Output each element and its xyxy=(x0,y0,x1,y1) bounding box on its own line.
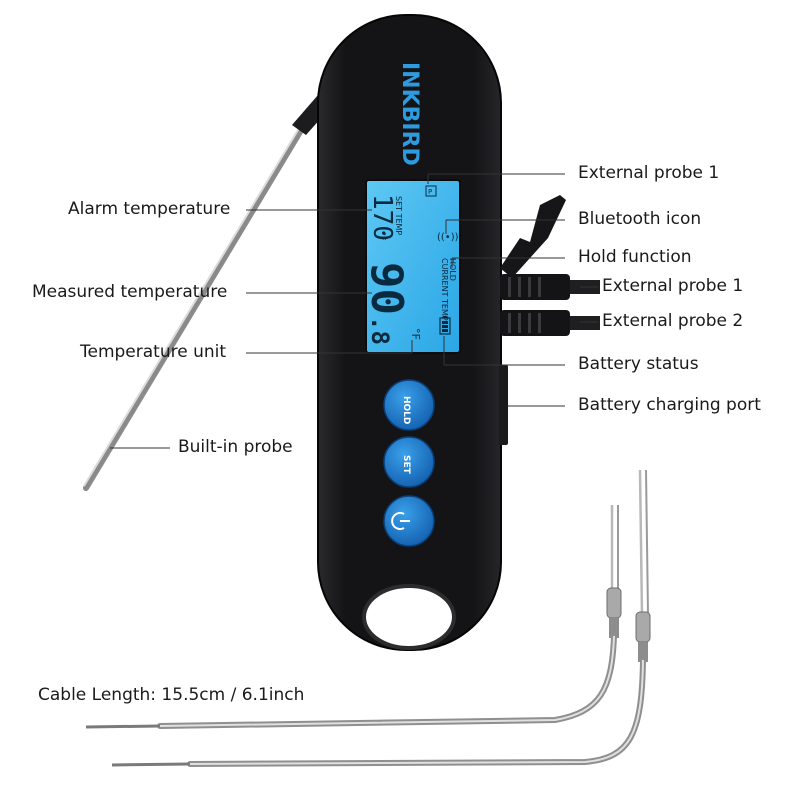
external-probe-cables xyxy=(606,469,651,662)
lcd-screen: SET TEMP 170 °F P ((•)) HOLD CURRENT TEM… xyxy=(361,179,461,354)
current-temp-decimal: .8 xyxy=(366,316,394,345)
callout-external-probe-1-top: External probe 1 xyxy=(578,163,720,183)
external-probe-2-rod xyxy=(111,657,646,767)
set-temp-label: SET TEMP xyxy=(394,196,403,235)
brand-logo: INKBIRD xyxy=(397,62,422,166)
charging-port xyxy=(499,365,508,445)
leader-lines xyxy=(110,173,598,449)
callout-battery-charging-port: Battery charging port xyxy=(578,395,761,415)
set-temp-value: 170 xyxy=(367,194,397,241)
current-temp-label: CURRENT TEMP xyxy=(440,258,449,321)
callout-built-in-probe: Built-in probe xyxy=(178,437,293,457)
callout-battery-status: Battery status xyxy=(578,354,699,374)
callout-measured-temperature: Measured temperature xyxy=(32,282,228,302)
callout-alarm-temperature: Alarm temperature xyxy=(68,199,231,219)
callout-external-probe-2: External probe 2 xyxy=(602,311,744,331)
callout-external-probe-1: External probe 1 xyxy=(602,276,744,296)
hold-button-label: HOLD xyxy=(401,396,411,424)
battery-icon xyxy=(439,316,451,335)
hold-indicator: HOLD xyxy=(448,258,457,281)
current-temp-unit: °F xyxy=(409,328,422,340)
external-probe-1-rod xyxy=(85,633,617,729)
callout-bluetooth-icon: Bluetooth icon xyxy=(578,209,702,229)
hold-button[interactable]: HOLD xyxy=(383,379,435,431)
set-button[interactable]: SET xyxy=(383,436,435,488)
callout-hold-function: Hold function xyxy=(578,247,692,267)
callout-temperature-unit: Temperature unit xyxy=(80,342,227,362)
probe-jacks xyxy=(500,195,600,336)
bluetooth-icon: ((•)) xyxy=(437,232,459,243)
current-temp-value: 90 xyxy=(361,262,412,315)
set-temp-unit: °F xyxy=(378,232,387,241)
probe-indicator: P xyxy=(428,188,432,196)
power-icon xyxy=(391,512,410,530)
power-button[interactable] xyxy=(383,495,435,547)
set-button-label: SET xyxy=(401,455,411,475)
hanging-hole xyxy=(362,584,456,650)
cable-length-note: Cable Length: 15.5cm / 6.1inch xyxy=(38,685,305,705)
